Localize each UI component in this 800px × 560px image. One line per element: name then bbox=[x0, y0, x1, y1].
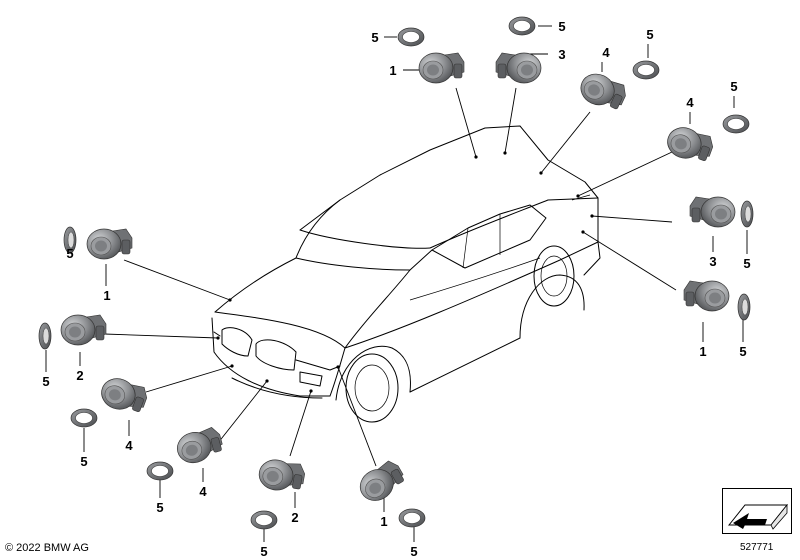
parts-group bbox=[38, 16, 754, 530]
callout-c20: 5 bbox=[156, 500, 163, 515]
callout-c9: 3 bbox=[709, 254, 716, 269]
ring-top-center[interactable] bbox=[508, 16, 536, 36]
ring-top-left[interactable] bbox=[397, 27, 425, 47]
callout-c21: 2 bbox=[291, 510, 298, 525]
ring-left-middle[interactable] bbox=[38, 322, 52, 350]
callout-c2: 5 bbox=[371, 30, 378, 45]
ring-right-upper[interactable] bbox=[722, 114, 750, 134]
ring-bottom-left[interactable] bbox=[146, 461, 174, 481]
sensor-right-1[interactable] bbox=[683, 280, 730, 312]
diagram-number: 527771 bbox=[740, 542, 774, 553]
sensor-top-4[interactable] bbox=[575, 68, 630, 116]
sensor-right-3[interactable] bbox=[689, 196, 736, 228]
callout-c6: 5 bbox=[646, 27, 653, 42]
callout-c14: 1 bbox=[103, 288, 110, 303]
callout-c19: 4 bbox=[199, 484, 207, 499]
ring-bottom-center[interactable] bbox=[250, 510, 278, 530]
callout-c7: 4 bbox=[686, 95, 694, 110]
sensor-bottom-4[interactable] bbox=[173, 425, 226, 467]
sensor-bottom-2[interactable] bbox=[256, 456, 307, 496]
callout-c3: 3 bbox=[558, 47, 565, 62]
callout-c16: 2 bbox=[76, 368, 83, 383]
ring-right-middle[interactable] bbox=[740, 200, 754, 228]
sensor-top-3[interactable] bbox=[495, 52, 542, 84]
ring-top-right[interactable] bbox=[632, 60, 660, 80]
folded-sheet-arrow-icon bbox=[727, 503, 789, 530]
callout-c15: 5 bbox=[42, 374, 49, 389]
callout-c5: 4 bbox=[602, 45, 610, 60]
ring-left-lower[interactable] bbox=[70, 408, 98, 428]
diagram-navigation-box[interactable] bbox=[722, 488, 792, 534]
callout-c11: 1 bbox=[699, 344, 706, 359]
copyright-notice: © 2022 BMW AG bbox=[5, 542, 89, 554]
callout-c18: 5 bbox=[80, 454, 87, 469]
vehicle-outline bbox=[211, 125, 601, 423]
callout-c8: 5 bbox=[730, 79, 737, 94]
callout-c22: 5 bbox=[260, 544, 267, 559]
ring-bottom-right[interactable] bbox=[398, 508, 426, 528]
sensor-left-2[interactable] bbox=[60, 314, 107, 346]
callout-c1: 1 bbox=[389, 63, 396, 78]
callout-c23: 1 bbox=[380, 514, 387, 529]
callout-c13: 5 bbox=[66, 246, 73, 261]
leader-lines bbox=[45, 25, 748, 542]
callout-c17: 4 bbox=[125, 438, 133, 453]
callout-numbers: 1 5 3 5 4 5 4 5 3 5 1 5 5 1 5 2 4 5 4 5 … bbox=[42, 19, 750, 559]
callout-c10: 5 bbox=[743, 256, 750, 271]
callout-c12: 5 bbox=[739, 344, 746, 359]
sensor-left-1[interactable] bbox=[86, 228, 133, 260]
callout-c4: 5 bbox=[558, 19, 565, 34]
sensor-left-4[interactable] bbox=[96, 373, 151, 419]
callout-c24: 5 bbox=[410, 544, 417, 559]
sensor-bottom-1[interactable] bbox=[354, 457, 410, 507]
sensor-top-1[interactable] bbox=[418, 52, 465, 84]
sensor-right-4[interactable] bbox=[662, 122, 717, 168]
ring-right-lower[interactable] bbox=[737, 293, 751, 321]
